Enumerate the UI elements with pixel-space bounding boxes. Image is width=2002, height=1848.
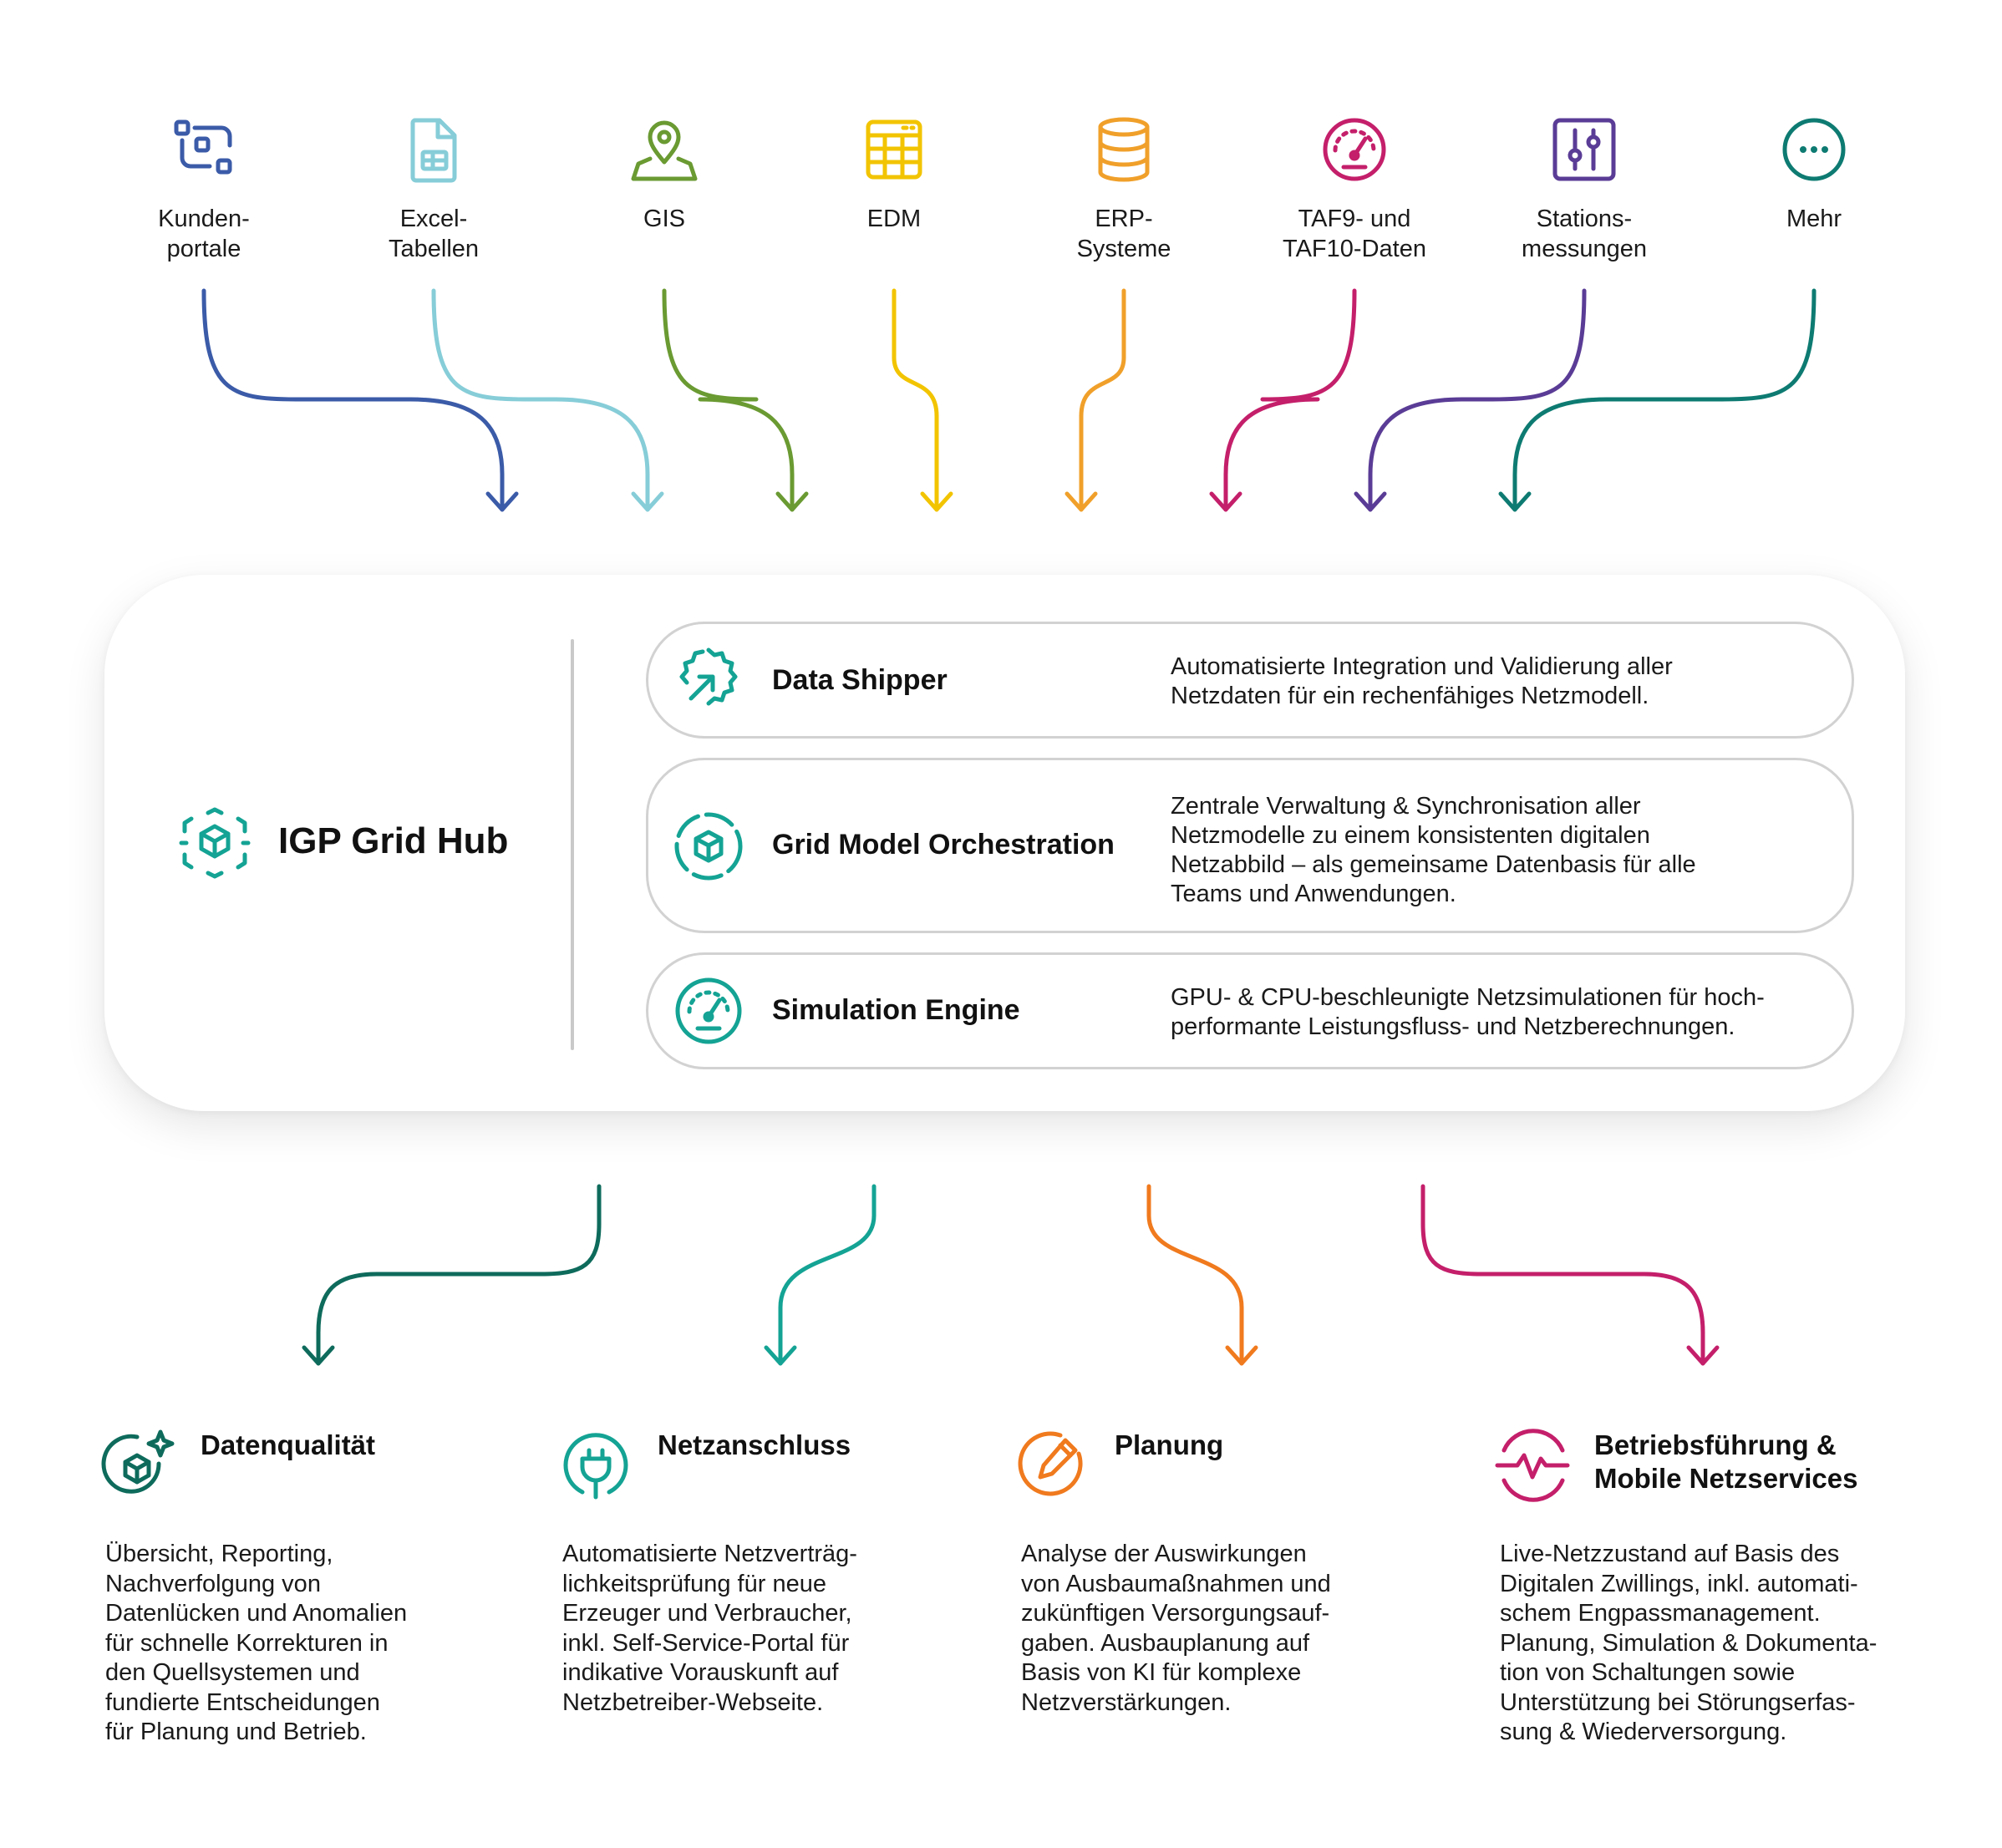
plug-icon: [557, 1427, 634, 1504]
gear-arrow-icon: [671, 643, 746, 718]
hub-divider: [571, 639, 574, 1050]
module-description: Zentrale Verwaltung & Synchronisation al…: [1171, 793, 1696, 907]
hub-title: IGP Grid Hub: [278, 820, 509, 861]
source-label-erp: ERP- Systeme: [1076, 206, 1171, 262]
source-flow-arrow: [1498, 288, 1817, 512]
output-title-betriebsfuehrung: Betriebsführung & Mobile Netzservices: [1594, 1429, 1858, 1494]
output-description-betriebsfuehrung: Live-Netzzustand auf Basis des Digitalen…: [1500, 1541, 1878, 1745]
portal-icon: [166, 112, 241, 187]
output-flow-arrow: [302, 1184, 602, 1366]
pencil-icon: [1015, 1427, 1092, 1504]
module-title: Grid Model Orchestration: [772, 829, 1115, 861]
spreadsheet-file-icon: [396, 112, 471, 187]
source-flow-arrow: [662, 288, 809, 512]
cube-hub-icon: [178, 806, 252, 880]
source-flow-arrow: [431, 288, 664, 512]
source-label-gis: GIS: [643, 206, 685, 232]
sliders-icon: [1547, 112, 1622, 187]
output-description-datenqualitaet: Übersicht, Reporting, Nachverfolgung von…: [105, 1541, 408, 1745]
cube-circle-icon: [671, 809, 746, 884]
source-label-taf: TAF9- und TAF10-Daten: [1283, 206, 1426, 262]
module-title: Data Shipper: [772, 664, 948, 696]
calendar-grid-icon: [856, 112, 932, 187]
module-card-grid-model-orchestration: Grid Model Orchestration Zentrale Verwal…: [646, 758, 1854, 933]
more-icon: [1776, 112, 1852, 187]
source-label-edm: EDM: [866, 206, 922, 232]
source-label-mehr: Mehr: [1786, 206, 1842, 232]
database-icon: [1086, 112, 1161, 187]
output-title-planung: Planung: [1115, 1429, 1224, 1460]
output-title-netzanschluss: Netzanschluss: [658, 1429, 851, 1460]
output-title-datenqualitaet: Datenqualität: [201, 1429, 376, 1460]
pulse-icon: [1494, 1427, 1571, 1504]
module-card-data-shipper: Data Shipper Automatisierte Integration …: [646, 622, 1854, 739]
source-flow-arrow: [1354, 288, 1587, 512]
speedometer-icon: [671, 973, 746, 1048]
source-label-excel: Excel- Tabellen: [388, 206, 480, 262]
cube-sparkle-icon: [100, 1427, 177, 1504]
output-description-netzanschluss: Automatisierte Netzverträg- lichkeitsprü…: [562, 1541, 857, 1716]
source-label-stationsmessungen: Stations- messungen: [1522, 206, 1647, 262]
output-flow-arrow: [1146, 1184, 1258, 1366]
module-description: Automatisierte Integration und Validieru…: [1171, 653, 1673, 709]
module-card-simulation-engine: Simulation Engine GPU- & CPU-beschleunig…: [646, 952, 1854, 1069]
source-label-kundenportale: Kunden- portale: [158, 206, 250, 262]
gauge-icon: [1317, 112, 1392, 187]
source-flow-arrow: [1209, 288, 1357, 512]
source-flow-arrow: [201, 288, 519, 512]
source-flow-arrow: [1065, 288, 1126, 512]
source-flow-arrow: [892, 288, 953, 512]
map-pin-icon: [627, 112, 702, 187]
module-title: Simulation Engine: [772, 994, 1020, 1026]
output-flow-arrow: [1420, 1184, 1720, 1366]
output-flow-arrow: [764, 1184, 877, 1366]
output-description-planung: Analyse der Auswirkungen von Ausbaumaßna…: [1021, 1541, 1331, 1716]
module-description: GPU- & CPU-beschleunigte Netzsimulatione…: [1171, 984, 1765, 1040]
